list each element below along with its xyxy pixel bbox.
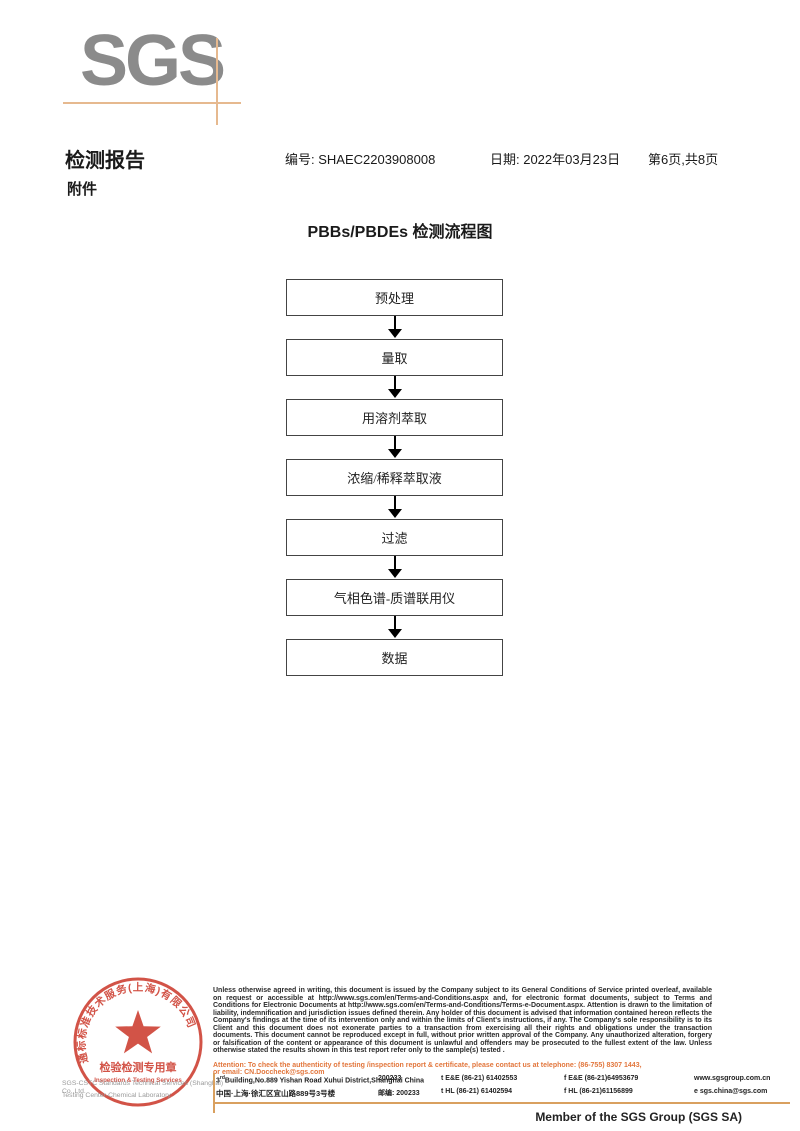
phone-en: t E&E (86-21) 61402553 <box>441 1075 518 1082</box>
flow-step-solvent-extraction: 用溶剂萃取 <box>286 399 503 436</box>
stamp-center-text: 检验检测专用章 <box>100 1060 177 1074</box>
website: www.sgsgroup.com.cn <box>694 1075 771 1082</box>
flowchart-title: PBBs/PBDEs 检测流程图 <box>307 224 493 241</box>
arrow-down-icon <box>387 316 402 339</box>
footer-vertical-line <box>213 1073 215 1113</box>
flow-step-data: 数据 <box>286 639 503 676</box>
report-title: 检测报告 <box>65 150 145 172</box>
lab-company-name: SGS-CSTC Standards Technical Services (S… <box>62 1080 224 1095</box>
flow-step-concentrate-dilute: 浓缩/稀释萃取液 <box>286 459 503 496</box>
lab-department-name: Testing Center-Chemical Laboratory. <box>62 1092 173 1099</box>
star-icon <box>115 1010 161 1054</box>
arrow-down-icon <box>387 556 402 579</box>
postal-code-en: 200233 <box>378 1075 402 1082</box>
fax-cn: f HL (86-21)61156899 <box>564 1088 633 1095</box>
page-indicator: 第6页,共8页 <box>648 152 719 167</box>
arrow-down-icon <box>387 496 402 519</box>
arrow-down-icon <box>387 436 402 459</box>
phone-cn: t HL (86-21) 61402594 <box>441 1088 513 1095</box>
flowchart: 预处理 量取 用溶剂萃取 浓缩/稀释萃取液 过滤 气相色谱-质谱联用仪 数据 <box>286 279 503 676</box>
flow-step-filter: 过滤 <box>286 519 503 556</box>
address-row-en: 3rdBuilding,No.889 Yishan Road Xuhui Dis… <box>216 1075 791 1088</box>
address-block: 3rdBuilding,No.889 Yishan Road Xuhui Dis… <box>216 1075 791 1101</box>
flow-step-gcms: 气相色谱-质谱联用仪 <box>286 579 503 616</box>
arrow-down-icon <box>387 376 402 399</box>
flow-step-pretreatment: 预处理 <box>286 279 503 316</box>
attention-line2: or email: CN.Doccheck@sgs.com <box>213 1069 325 1077</box>
logo-horizontal-line <box>63 102 241 104</box>
inspection-stamp-icon: 通标标准技术服务(上海)有限公司 检验检测专用章 Inspection & Te… <box>73 977 203 1107</box>
postal-code-cn: 邮编: 200233 <box>378 1090 420 1097</box>
report-number: 编号: SHAEC2203908008 <box>285 152 436 167</box>
sgs-logo: SGS <box>80 21 226 101</box>
logo-vertical-line <box>216 38 218 125</box>
fax-en: f E&E (86-21)64953679 <box>564 1075 639 1082</box>
address-row-cn: 中国·上海·徐汇区宜山路889号3号楼 邮编: 200233 t HL (86-… <box>216 1088 791 1101</box>
stamp-center-subtext: Inspection & Testing Services <box>94 1077 182 1084</box>
address-en: 3rdBuilding,No.889 Yishan Road Xuhui Dis… <box>216 1075 425 1085</box>
arrow-down-icon <box>387 616 402 639</box>
sgs-membership-label: Member of the SGS Group (SGS SA) <box>535 1110 742 1124</box>
report-date: 日期: 2022年03月23日 <box>490 152 621 167</box>
footer-horizontal-line <box>213 1102 790 1104</box>
address-cn: 中国·上海·徐汇区宜山路889号3号楼 <box>216 1089 336 1098</box>
flow-step-measure: 量取 <box>286 339 503 376</box>
legal-disclaimer: Unless otherwise agreed in writing, this… <box>213 987 712 1054</box>
attention-line1: Attention: To check the authenticity of … <box>213 1062 642 1069</box>
attention-notice: Attention: To check the authenticity of … <box>213 1062 712 1077</box>
attachment-label: 附件 <box>67 181 98 198</box>
email: e sgs.china@sgs.com <box>694 1088 768 1095</box>
